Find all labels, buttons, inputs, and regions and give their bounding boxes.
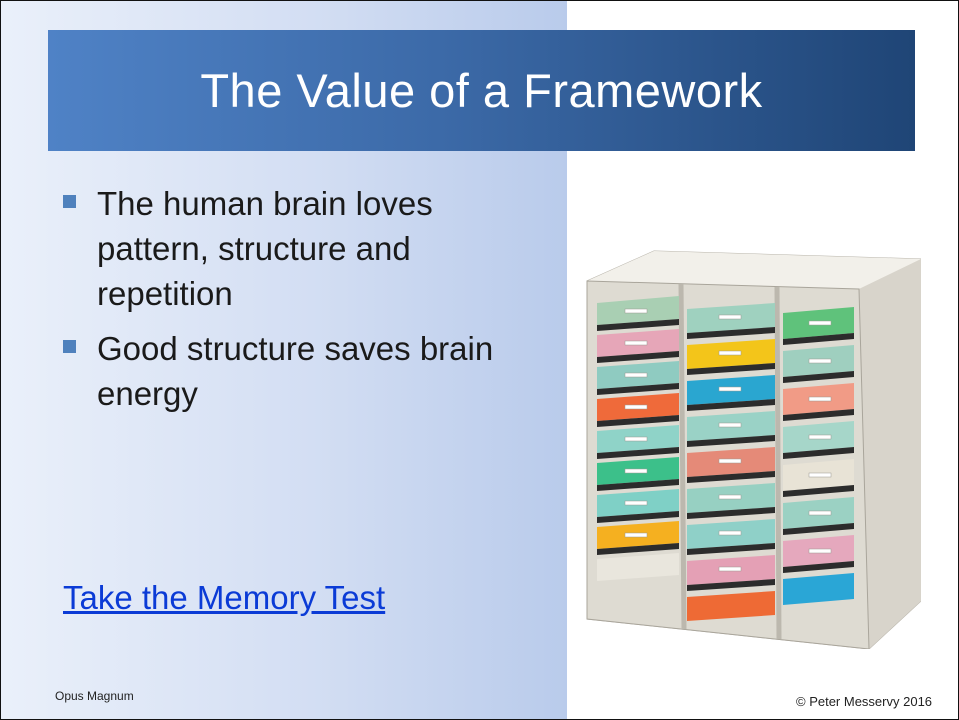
bullet-item: Good structure saves brain energy	[63, 326, 523, 416]
sorting-shelf-icon	[586, 250, 922, 650]
sorting-shelf-image	[569, 241, 922, 650]
footer-left-text: Opus Magnum	[55, 689, 134, 703]
bullet-item: The human brain loves pattern, structure…	[63, 181, 523, 316]
slide-title: The Value of a Framework	[200, 64, 763, 117]
square-bullet-icon	[63, 195, 76, 208]
memory-test-link[interactable]: Take the Memory Test	[63, 579, 386, 616]
bullet-text: Good structure saves brain energy	[97, 330, 494, 412]
title-bar: The Value of a Framework	[48, 30, 915, 151]
bullet-list: The human brain loves pattern, structure…	[63, 181, 523, 426]
bullet-text: The human brain loves pattern, structure…	[97, 185, 433, 312]
square-bullet-icon	[63, 340, 76, 353]
footer-copyright-text: © Peter Messervy 2016	[796, 694, 933, 709]
